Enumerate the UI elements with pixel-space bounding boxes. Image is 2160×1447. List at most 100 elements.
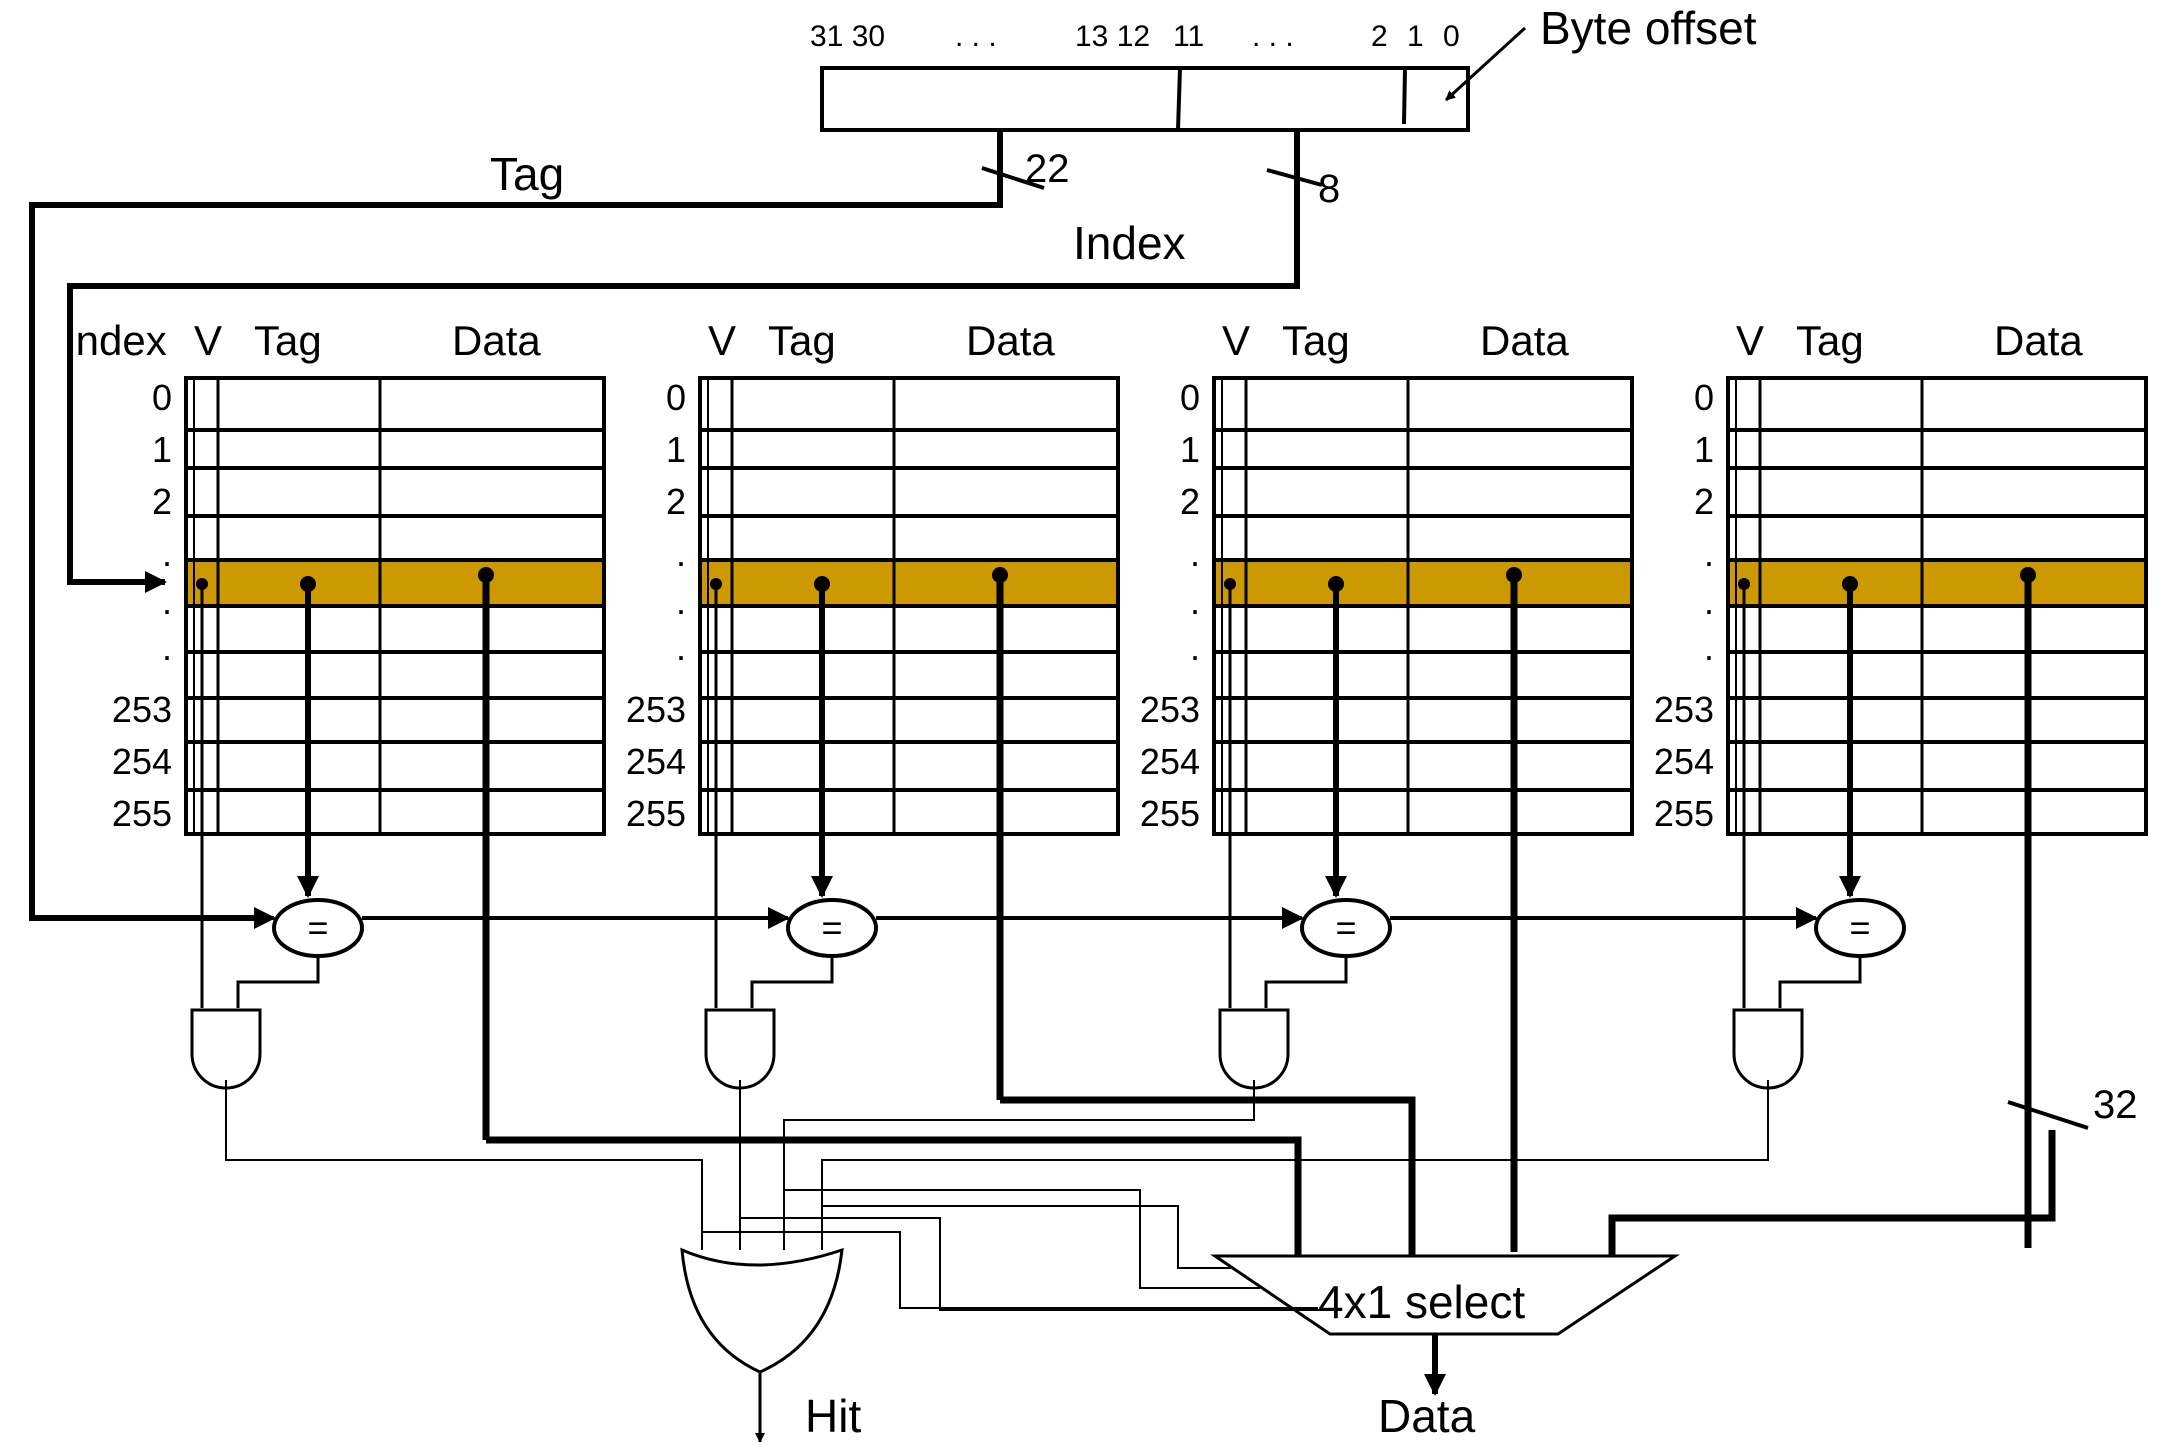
row-label: 2 xyxy=(1694,481,1714,522)
bit-label-1: 1 xyxy=(1407,20,1424,53)
hit-wire-way3 xyxy=(783,1080,1255,1250)
row-label: 0 xyxy=(1694,377,1714,418)
comparator-symbol: = xyxy=(821,907,842,948)
header-data: Data xyxy=(966,317,1055,364)
row-label: . xyxy=(162,581,172,622)
bit-label-ellipsis-high: . . . xyxy=(955,20,997,53)
row-label: 254 xyxy=(626,741,686,782)
select-wire-3 xyxy=(784,1189,1260,1289)
comparator-symbol: = xyxy=(1849,907,1870,948)
hit-label: Hit xyxy=(805,1390,861,1442)
valid-and-gate xyxy=(190,1008,262,1090)
tag-bus-slash xyxy=(981,166,1045,190)
row-label: . xyxy=(162,533,172,574)
bit-label-31-30: 31 30 xyxy=(810,20,885,53)
index-bus-label: Index xyxy=(1073,217,1186,269)
data-bus-way4 xyxy=(1608,1130,2056,1256)
header-data: Data xyxy=(1480,317,1569,364)
tag-bus: Tag 22 xyxy=(29,130,1070,921)
valid-and-gate xyxy=(704,1008,776,1090)
tag-bus-label: Tag xyxy=(490,148,564,200)
row-label: 2 xyxy=(666,481,686,522)
address-box xyxy=(820,66,1470,132)
compare-result-wire xyxy=(236,956,320,1008)
row-label: 255 xyxy=(112,793,172,834)
tag-bus-width: 22 xyxy=(1025,147,1070,191)
row-label: 1 xyxy=(1694,429,1714,470)
row-label: . xyxy=(1190,581,1200,622)
row-label: . xyxy=(1704,627,1714,668)
mux-4x1: 4x1 select Data xyxy=(1210,1254,1680,1442)
row-label: 255 xyxy=(626,793,686,834)
row-label: . xyxy=(676,581,686,622)
cache-ways: Index V Tag Data 0 1 2... 253 254 255 = V Tag Data 0 1 2… xyxy=(64,317,2148,1252)
bit-label-2: 2 xyxy=(1371,20,1388,53)
row-label: 253 xyxy=(1140,689,1200,730)
or-gate-body xyxy=(680,1247,844,1374)
row-label: 254 xyxy=(112,741,172,782)
row-label: 255 xyxy=(1654,793,1714,834)
valid-and-gate xyxy=(1218,1008,1290,1090)
tag-bus-wire xyxy=(29,130,1003,921)
data-width-marker: 32 xyxy=(2007,1083,2138,1130)
header-valid: V xyxy=(1736,317,1764,364)
header-tag: Tag xyxy=(1282,317,1350,364)
byte-offset-label: Byte offset xyxy=(1540,2,1757,54)
byte-offset-arrow xyxy=(1444,26,1527,102)
valid-and-gate xyxy=(1732,1008,1804,1090)
row-label: . xyxy=(1704,533,1714,574)
address-divider-tag-index xyxy=(1176,67,1182,131)
select-wire-4 xyxy=(822,1205,1232,1269)
bit-label-11: 11 xyxy=(1173,20,1204,53)
row-label: 253 xyxy=(112,689,172,730)
header-tag: Tag xyxy=(768,317,836,364)
bit-label-0: 0 xyxy=(1443,20,1460,53)
row-label: 0 xyxy=(666,377,686,418)
header-tag: Tag xyxy=(1796,317,1864,364)
address-register: 31 30 . . . 13 12 11 . . . 2 1 0 Byte of… xyxy=(810,2,1757,132)
data-width-label: 32 xyxy=(2093,1083,2138,1127)
routing-wires xyxy=(200,907,2056,1311)
hit-wire-way1 xyxy=(225,1080,703,1250)
index-bus-width: 8 xyxy=(1318,167,1340,211)
index-bus-slash xyxy=(1266,168,1323,187)
hit-or-gate: Hit xyxy=(680,1247,861,1443)
header-valid: V xyxy=(708,317,736,364)
compare-result-wire xyxy=(1778,956,1862,1008)
row-label: 253 xyxy=(626,689,686,730)
row-label: 254 xyxy=(1140,741,1200,782)
row-label: . xyxy=(162,627,172,668)
row-label: . xyxy=(676,627,686,668)
index-bus-wire xyxy=(67,130,1300,593)
data-width-slash xyxy=(2007,1100,2089,1130)
bit-label-ellipsis-low: . . . xyxy=(1252,20,1294,53)
address-divider-index-offset xyxy=(1402,67,1407,125)
header-index: Index xyxy=(64,317,167,364)
compare-result-wire xyxy=(750,956,834,1008)
select-wire-2 xyxy=(740,1217,1330,1311)
select-wire-1 xyxy=(702,1231,1318,1309)
header-data: Data xyxy=(1994,317,2083,364)
comparator-symbol: = xyxy=(1335,907,1356,948)
selected-row-highlight xyxy=(1728,560,2146,606)
header-valid: V xyxy=(1222,317,1250,364)
data-bus-way1 xyxy=(486,1136,1302,1256)
row-label: 1 xyxy=(1180,429,1200,470)
row-label: . xyxy=(1190,627,1200,668)
row-label: 255 xyxy=(1140,793,1200,834)
row-label: 0 xyxy=(152,377,172,418)
mux-label: 4x1 select xyxy=(1318,1276,1525,1328)
index-bus: Index 8 xyxy=(67,130,1340,593)
row-label: 1 xyxy=(666,429,686,470)
row-label: . xyxy=(1704,581,1714,622)
row-label: 2 xyxy=(1180,481,1200,522)
comparator-symbol: = xyxy=(307,907,328,948)
row-label: 0 xyxy=(1180,377,1200,418)
row-label: 1 xyxy=(152,429,172,470)
selected-row-highlight xyxy=(700,560,1118,606)
